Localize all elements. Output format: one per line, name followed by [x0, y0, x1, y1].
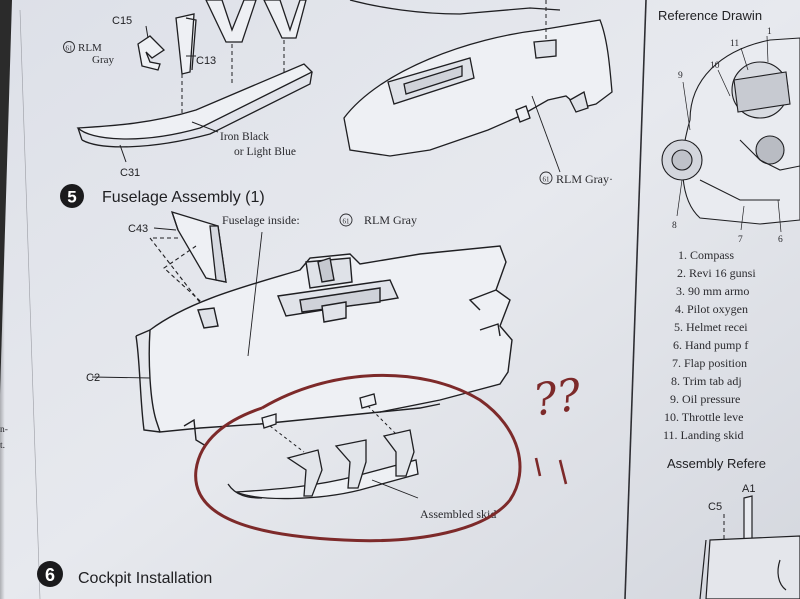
fuselage-top-drawing [343, 0, 613, 157]
step6-number: 6 [45, 565, 55, 585]
margin-fragment-a: n- [0, 425, 8, 435]
marker-ticks [534, 457, 568, 485]
assembly-reference-title: Assembly Refere [667, 456, 766, 471]
label-c2: C2 [86, 372, 100, 384]
leader-line [531, 95, 561, 173]
paint-code-circle [339, 213, 353, 227]
label-c43: C43 [128, 223, 148, 235]
leader-line [91, 376, 151, 379]
assembled-skid-drawing [227, 393, 419, 500]
skid-dashed-guides [269, 405, 397, 453]
part-c43-drawing [170, 211, 227, 283]
label-rlm-gray-right: RLM Gray· [556, 172, 613, 186]
callout-6: 6 [778, 235, 783, 245]
legend-item: 8. Trim tab adj [671, 374, 742, 388]
skid-leader-lines [119, 25, 285, 163]
callout-11: 11 [730, 39, 739, 49]
paint-code-61-top: 61 [66, 45, 74, 53]
step6-title: Cockpit Installation [78, 570, 212, 587]
label-c15: C15 [112, 15, 132, 27]
c43-dashed-guides [148, 237, 213, 319]
marker-question-marks: ?? [530, 369, 584, 426]
label-c13: C13 [196, 55, 216, 67]
label-rlm-top: RLM [78, 42, 102, 54]
paint-code-circle [63, 41, 75, 53]
cockpit-reference-drawing [661, 37, 800, 225]
leader-line [153, 227, 177, 231]
label-c31: C31 [120, 167, 140, 179]
label-a1: A1 [742, 483, 755, 495]
marker-circle-annotation [194, 373, 522, 543]
step5-title: Fuselage Assembly (1) [102, 189, 265, 206]
reference-drawing-title: Reference Drawin [658, 8, 762, 23]
column-divider [624, 0, 647, 599]
skid-parts-drawing [76, 0, 314, 148]
legend-item: 3. 90 mm armo [676, 284, 749, 298]
label-c5: C5 [708, 501, 722, 513]
paint-code-61-mid: 61 [343, 218, 351, 226]
callout-7: 7 [738, 235, 743, 245]
label-fuselage-inside: Fuselage inside: [222, 213, 300, 227]
callout-1: 1 [767, 27, 772, 37]
legend-item: 6. Hand pump f [673, 338, 748, 352]
legend-item: 4. Pilot oxygen [675, 302, 748, 316]
assembly-reference-drawing [699, 495, 800, 599]
margin-fragment-b: t. [0, 441, 5, 451]
legend-item: 2. Revi 16 gunsi [677, 266, 756, 280]
left-margin-line [19, 9, 41, 599]
legend-item: 5. Helmet recei [674, 320, 748, 334]
paint-code-circle [539, 171, 553, 185]
step5-number: 5 [67, 188, 76, 207]
legend-item: 10. Throttle leve [664, 410, 743, 424]
leader-line [371, 479, 419, 499]
callout-8: 8 [672, 221, 677, 231]
paint-code-61-right: 61 [543, 176, 551, 184]
label-light-blue: or Light Blue [234, 146, 296, 158]
step6-badge [37, 561, 63, 587]
legend-item: 1. Compass [678, 248, 734, 262]
legend-item: 7. Flap position [672, 356, 747, 370]
leader-line [247, 231, 263, 357]
step5-badge [60, 184, 84, 208]
fuselage-c2-drawing [135, 245, 513, 447]
callout-9: 9 [678, 71, 683, 81]
label-assembled-skid: Assembled skid [420, 507, 496, 521]
label-gray-top: Gray [92, 54, 114, 66]
legend-item: 9. Oil pressure [670, 392, 740, 406]
label-iron-black: Iron Black [220, 131, 269, 143]
reference-callout-lines [676, 35, 782, 233]
legend-item: 11. Landing skid [663, 428, 744, 442]
callout-10: 10 [710, 61, 720, 71]
reference-legend-list: 1. Compass 2. Revi 16 gunsi 3. 90 mm arm… [663, 248, 756, 442]
label-rlm-gray-mid: RLM Gray [364, 213, 417, 227]
